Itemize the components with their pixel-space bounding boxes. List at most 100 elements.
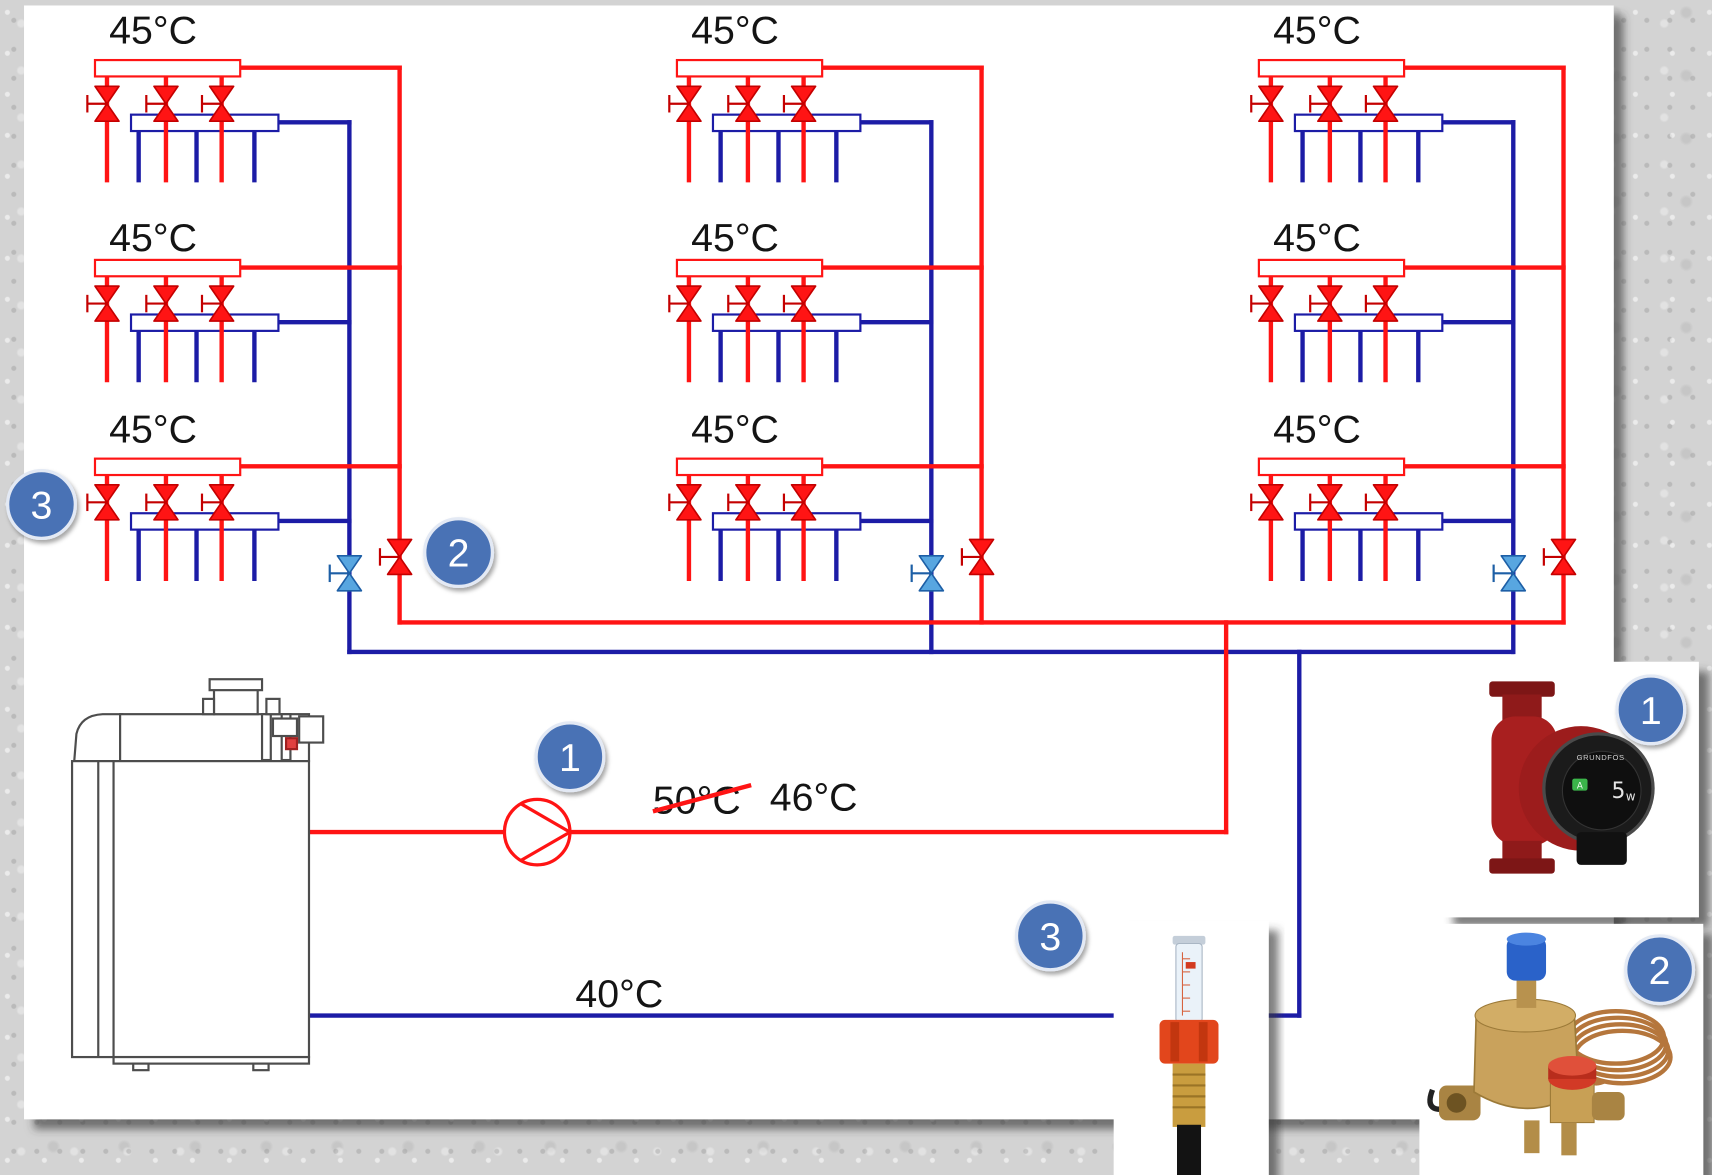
- boiler-foot: [132, 1062, 150, 1072]
- supply-manifold-bar: [93, 457, 242, 477]
- loop-valve: [145, 85, 179, 123]
- callout-circle: [1624, 934, 1696, 1006]
- loop-valve: [727, 85, 761, 123]
- manifold-c1-r2: 45°C: [86, 216, 402, 383]
- supply-manifold-bar: [1257, 258, 1406, 278]
- valve-red-cap-top: [1548, 1055, 1597, 1076]
- valve-body: [735, 285, 761, 322]
- loop-valve: [200, 285, 235, 322]
- return-manifold-bar: [1293, 113, 1444, 133]
- pump-photo-inset: GRUNDFOS A 5 w: [1443, 661, 1699, 918]
- valve-body: [153, 285, 179, 322]
- pump-control-panel: [1561, 750, 1642, 831]
- pump-circle: [502, 797, 572, 867]
- flow-meter-cap: [1172, 935, 1206, 945]
- supply-manifold-bar: [675, 58, 824, 78]
- valve-body: [676, 285, 702, 322]
- callout-circle: [423, 517, 495, 589]
- manifold-c2-r1: 45°C: [668, 9, 984, 183]
- valve-body: [1550, 538, 1577, 576]
- loop-valve: [200, 484, 235, 521]
- manifold-c2-r2: 45°C: [668, 216, 984, 383]
- manifold-temp-label: 45°C: [109, 216, 197, 260]
- loop-valve: [668, 285, 702, 322]
- flow-meter-sight-glass: [1175, 942, 1203, 1023]
- manifold-temp-label: 45°C: [1273, 407, 1361, 451]
- callout-flow-meter: 3: [1014, 900, 1086, 972]
- loop-valve: [86, 85, 120, 123]
- boiler-casing: [70, 760, 311, 1059]
- valve-bottom-port: [1524, 1120, 1540, 1154]
- loop-valve: [1364, 285, 1399, 322]
- callout-number: 2: [1649, 949, 1671, 993]
- return-manifold-bar: [129, 313, 280, 332]
- return-manifold-bar: [129, 113, 280, 133]
- manifold-c3-r2: 45°C: [1250, 216, 1566, 383]
- pipe-network: [308, 65, 1566, 1018]
- loop-valve: [86, 484, 120, 521]
- callout-balancing-valve: 2: [423, 517, 495, 589]
- loop-valve: [727, 484, 761, 521]
- balancing-valves: [328, 538, 1577, 592]
- flow-meter-nut: [1159, 1019, 1219, 1064]
- manifold-c1-r1: 45°C: [86, 9, 402, 183]
- loop-valve: [782, 484, 817, 521]
- pump-display-unit: w: [1626, 789, 1636, 803]
- pump-lower-port: [1502, 840, 1542, 861]
- return-manifold-bar: [711, 512, 862, 531]
- manifold-temp-label: 45°C: [109, 407, 197, 451]
- loop-valve: [1309, 484, 1343, 521]
- fitting-valve: [284, 737, 299, 751]
- callout-valve-photo: 2: [1624, 934, 1696, 1006]
- callout-pump: 1: [534, 721, 606, 793]
- callout-circle: [534, 721, 606, 793]
- manifold-temp-label: 45°C: [109, 9, 197, 53]
- loop-valve: [1364, 484, 1399, 521]
- valve-stem: [1516, 975, 1537, 1008]
- valve-body: [1258, 285, 1284, 322]
- supply-manifold-bar: [93, 258, 242, 278]
- loop-valve: [1309, 85, 1343, 123]
- manifold-temp-label: 45°C: [1273, 9, 1361, 53]
- flow-meter-stem: [1177, 1124, 1202, 1175]
- valve-body: [918, 555, 945, 592]
- callout-manifold-valve: 3: [6, 469, 77, 540]
- boiler: [70, 678, 325, 1072]
- callout-number: 3: [31, 484, 53, 528]
- strikethrough-line: [652, 783, 752, 814]
- return-manifold-bar: [711, 313, 862, 332]
- loop-valve: [782, 285, 817, 322]
- return-manifold-bar: [1293, 313, 1444, 332]
- return-balancing-valve: [1492, 555, 1527, 592]
- valve-blue-cap-top: [1506, 932, 1547, 946]
- fitting-pipe: [260, 713, 272, 762]
- return-balancing-valve: [328, 555, 363, 592]
- supply-manifold-bar: [675, 457, 824, 477]
- callout-circle: [6, 469, 77, 540]
- loop-valve: [668, 484, 702, 521]
- valve-body: [94, 85, 120, 123]
- valve-body: [676, 484, 702, 521]
- supply-temp-new-label: 46°C: [770, 775, 858, 819]
- valve-body: [153, 484, 179, 521]
- loop-valve: [145, 484, 179, 521]
- valve-right-port: [1591, 1092, 1625, 1121]
- callout-number: 1: [1640, 689, 1662, 733]
- valve-body: [790, 285, 817, 322]
- valve-body: [676, 85, 702, 123]
- loop-valve: [1309, 285, 1343, 322]
- callout-pump-photo: 1: [1615, 674, 1687, 746]
- manifold-c3-r1: 45°C: [1250, 9, 1566, 183]
- manifold-c3-r3: 45°C: [1250, 407, 1566, 581]
- flow-meter-image: [1159, 935, 1219, 1175]
- flue-collar: [212, 686, 259, 716]
- valve-blue-cap: [1506, 936, 1547, 981]
- valve-bottom-port: [1561, 1122, 1577, 1156]
- pump-display-value: 5: [1612, 779, 1626, 804]
- flow-meter-float: [1185, 962, 1196, 969]
- valve-body: [208, 285, 235, 322]
- valve-body: [1258, 85, 1284, 123]
- fitting-block: [271, 717, 299, 738]
- valve-body: [1317, 285, 1343, 322]
